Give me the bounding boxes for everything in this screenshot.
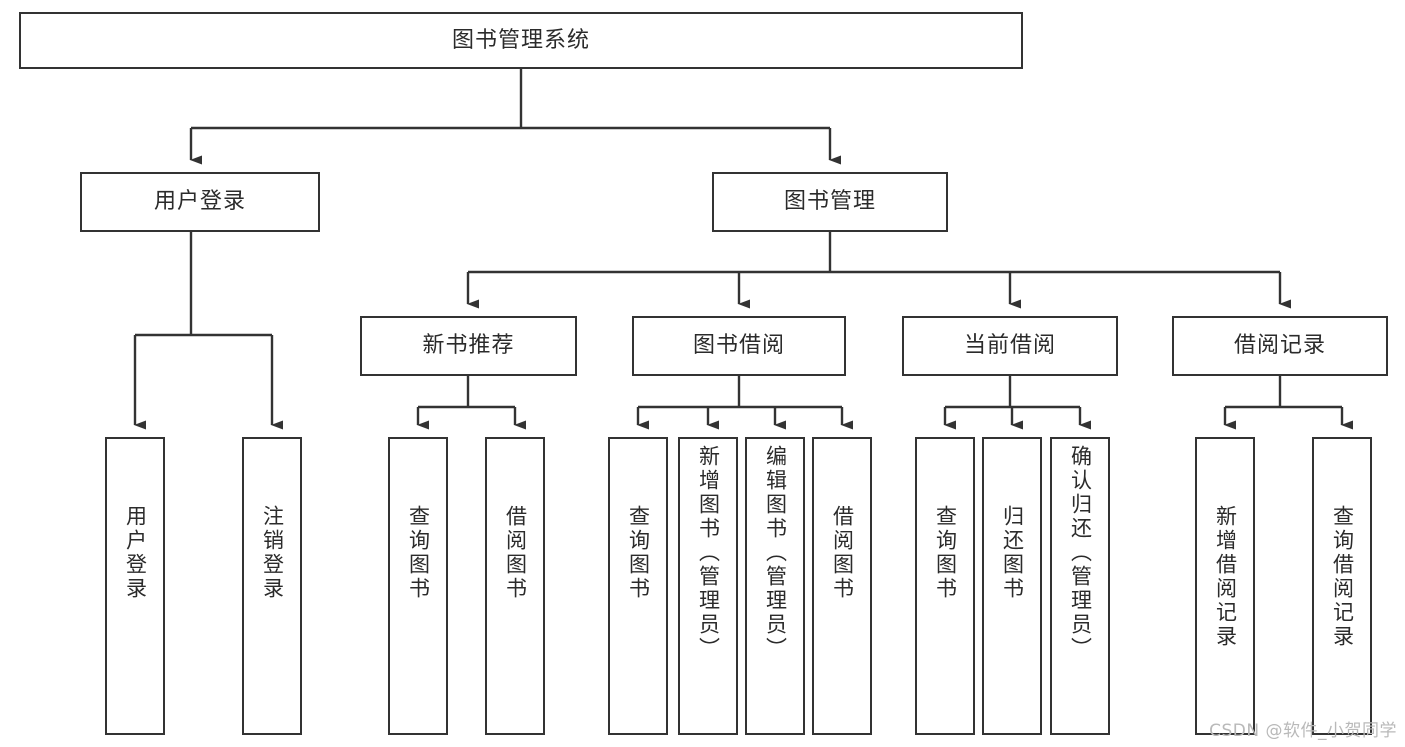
node-label: 当前借阅 xyxy=(963,333,1056,359)
leaf-user-login-login[interactable]: 用户登录 xyxy=(105,437,165,735)
leaf-label: 确认归还（管理员） xyxy=(1068,445,1093,661)
leaf-book-borrow-edit[interactable]: 编辑图书（管理员） xyxy=(745,437,805,735)
leaf-current-borrow-confirm[interactable]: 确认归还（管理员） xyxy=(1050,437,1110,735)
leaf-new-book-borrow[interactable]: 借阅图书 xyxy=(485,437,545,735)
leaf-borrow-record-add[interactable]: 新增借阅记录 xyxy=(1195,437,1255,735)
leaf-label: 新增借阅记录 xyxy=(1213,505,1238,649)
leaf-label: 归还图书 xyxy=(1000,505,1025,601)
node-label: 图书管理 xyxy=(783,189,876,215)
node-book-borrow[interactable]: 图书借阅 xyxy=(632,316,846,376)
leaf-borrow-record-query[interactable]: 查询借阅记录 xyxy=(1312,437,1372,735)
watermark-text: CSDN @软件_小贺同学 xyxy=(1209,721,1397,741)
node-label: 新书推荐 xyxy=(422,333,515,359)
leaf-book-borrow-borrow[interactable]: 借阅图书 xyxy=(812,437,872,735)
leaf-label: 借阅图书 xyxy=(503,505,528,601)
node-current-borrow[interactable]: 当前借阅 xyxy=(902,316,1118,376)
leaf-user-login-logout[interactable]: 注销登录 xyxy=(242,437,302,735)
leaf-label: 用户登录 xyxy=(123,505,148,601)
node-label: 图书借阅 xyxy=(692,333,785,359)
leaf-label: 查询图书 xyxy=(406,505,431,601)
node-label: 借阅记录 xyxy=(1233,333,1326,359)
leaf-label: 查询图书 xyxy=(626,505,651,601)
node-label: 图书管理系统 xyxy=(451,27,590,53)
node-user-login[interactable]: 用户登录 xyxy=(80,172,320,232)
node-book-manage[interactable]: 图书管理 xyxy=(712,172,948,232)
leaf-current-borrow-query[interactable]: 查询图书 xyxy=(915,437,975,735)
leaf-label: 查询借阅记录 xyxy=(1330,505,1355,649)
node-borrow-record[interactable]: 借阅记录 xyxy=(1172,316,1388,376)
leaf-label: 新增图书（管理员） xyxy=(696,445,721,661)
leaf-current-borrow-return[interactable]: 归还图书 xyxy=(982,437,1042,735)
leaf-book-borrow-query[interactable]: 查询图书 xyxy=(608,437,668,735)
leaf-label: 编辑图书（管理员） xyxy=(763,445,788,661)
leaf-label: 借阅图书 xyxy=(830,505,855,601)
leaf-label: 查询图书 xyxy=(933,505,958,601)
node-new-book-recommend[interactable]: 新书推荐 xyxy=(360,316,577,376)
leaf-label: 注销登录 xyxy=(260,505,285,601)
leaf-book-borrow-add[interactable]: 新增图书（管理员） xyxy=(678,437,738,735)
node-label: 用户登录 xyxy=(153,189,246,215)
node-root-system[interactable]: 图书管理系统 xyxy=(19,12,1023,69)
leaf-new-book-query[interactable]: 查询图书 xyxy=(388,437,448,735)
